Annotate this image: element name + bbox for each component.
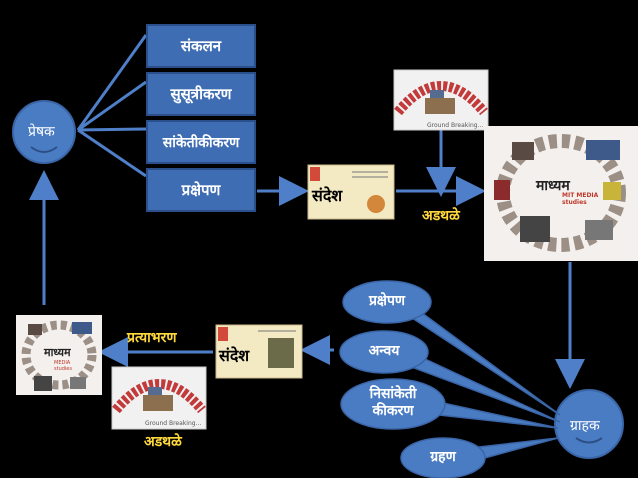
bubble-1 xyxy=(342,280,432,324)
receiver-smiley xyxy=(554,389,624,459)
bubble-4 xyxy=(400,437,486,478)
message-label-left: संदेश xyxy=(219,346,250,365)
step-sankalan: संकलन xyxy=(146,24,256,68)
media-sub-small: MEDIA studies xyxy=(54,360,72,372)
media-label-large: माध्यम xyxy=(536,178,570,194)
sender-label: प्रेषक xyxy=(28,124,55,140)
noise-photo-bottom xyxy=(111,366,207,430)
sender-smiley xyxy=(12,100,76,164)
noise-label-top: अडथळे xyxy=(422,208,460,224)
feedback-label: प्रत्याभरण xyxy=(127,330,177,346)
message-card-right xyxy=(307,164,395,220)
media-label-small: माध्यम xyxy=(44,346,71,359)
message-label-right: संदेश xyxy=(312,186,343,205)
step-susutrikaran: सुसूत्रीकरण xyxy=(146,72,256,116)
bubble-text-prakshepan: प्रक्षेपण xyxy=(368,293,406,309)
bubble-2 xyxy=(339,330,429,374)
photo-caption-bottom: Ground Breaking... xyxy=(145,420,202,427)
bubble-text-anvay: अन्वय xyxy=(368,343,400,359)
bubble-text-grahan: ग्रहण xyxy=(430,449,456,465)
noise-photo-top xyxy=(393,69,489,131)
media-image-small xyxy=(16,315,102,395)
noise-label-bottom: अडथळे xyxy=(144,434,182,450)
arrows xyxy=(29,130,585,389)
bubble-text-nisanketikaran: निसांकेती कीकरण xyxy=(369,386,417,419)
receiver-label: ग्राहक xyxy=(570,418,600,434)
media-image-large xyxy=(484,126,638,261)
media-sub-large: MIT MEDIA studies xyxy=(562,192,599,206)
photo-caption-top: Ground Breaking... xyxy=(427,122,484,129)
sender-fan-lines xyxy=(76,34,148,178)
step-prakshepan: प्रक्षेपण xyxy=(146,168,256,212)
message-card-left xyxy=(215,324,303,379)
receiver-bubbles xyxy=(339,280,561,478)
step-sanketikikaran: सांकेतीकीकरण xyxy=(146,120,256,164)
bubble-3 xyxy=(340,378,446,430)
